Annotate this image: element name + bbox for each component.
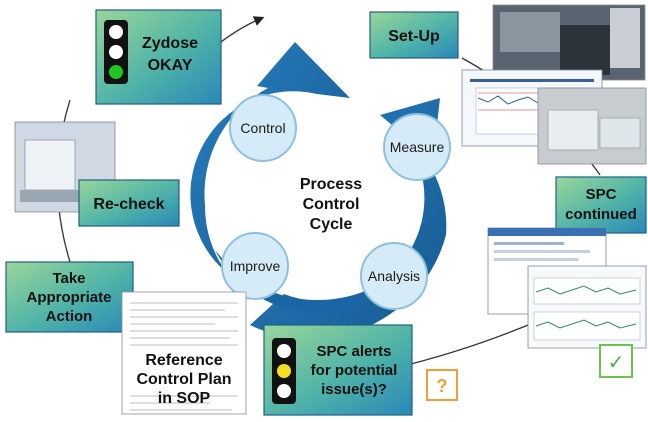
software-window-line-1	[494, 242, 564, 245]
take-action-line-1: Take	[52, 270, 85, 287]
take-action-box-bg	[5, 261, 134, 333]
phase-analysis: Analysis	[360, 242, 428, 310]
control-chart-trace-1	[535, 285, 637, 295]
balance-photo-left	[14, 121, 116, 213]
question-icon: ?	[437, 376, 448, 396]
reference-line-2: Control Plan	[136, 371, 231, 388]
lab-photo-top	[492, 4, 646, 81]
zydose-okay-box: Zydose OKAY	[95, 9, 222, 105]
phase-measure-label: Measure	[390, 139, 445, 155]
phase-measure: Measure	[383, 113, 451, 181]
spc-alerts-line-2: for potential	[311, 362, 398, 379]
check-icon: ✓	[608, 352, 625, 374]
balance-photo-left-shape-1	[24, 139, 76, 191]
lab-photo-top-shape-3	[610, 8, 640, 68]
take-action-line-3: Action	[46, 308, 93, 325]
sop-document-lines	[130, 302, 238, 411]
center-circle	[266, 136, 396, 266]
phase-improve: Improve	[221, 232, 289, 300]
spc-continued-line-2: continued	[565, 206, 637, 223]
take-action-box: Take Appropriate Action	[5, 261, 134, 333]
outer-cycle-bottom	[394, 319, 541, 369]
software-window-titlebar	[488, 228, 606, 236]
center-line-3: Cycle	[310, 216, 353, 233]
spc-continued-box: SPC continued	[555, 176, 647, 234]
center-hub: Process Control Cycle	[266, 136, 396, 266]
setup-label: Set-Up	[388, 28, 440, 45]
software-window-line-3	[494, 258, 578, 261]
balance-photo-left-shape-2	[20, 190, 90, 202]
spc-alerts-line-3: issue(s)?	[321, 381, 387, 398]
balance-photo-right-shape-2	[599, 117, 641, 149]
lab-photo-top-shape-1	[500, 12, 560, 52]
question-marker-box	[426, 369, 458, 401]
alert-light-off-2	[277, 384, 291, 398]
alert-light-yellow	[277, 364, 291, 378]
phase-control-label: Control	[240, 120, 285, 136]
balance-photo-right	[537, 87, 647, 165]
light-green	[109, 65, 123, 79]
setup-box-bg	[369, 11, 459, 59]
spc-alerts-line-1: SPC alerts	[316, 343, 391, 360]
phase-analysis-label: Analysis	[368, 268, 420, 284]
phase-control: Control	[229, 94, 297, 162]
check-marker: ✓	[599, 344, 633, 378]
spc-continued-line-1: SPC	[586, 186, 617, 203]
center-line-1: Process	[300, 176, 362, 193]
phase-control-circle	[229, 94, 297, 162]
zydose-line-1: Zydose	[142, 35, 198, 52]
spc-alerts-box: SPC alerts for potential issue(s)?	[263, 324, 413, 416]
question-marker: ?	[426, 369, 458, 401]
reference-line-3: in SOP	[158, 390, 211, 407]
phase-measure-circle	[383, 113, 451, 181]
control-chart-screenshot	[527, 265, 647, 349]
check-marker-box	[599, 344, 633, 378]
spc-chart-title-bar	[470, 79, 594, 82]
phase-improve-label: Improve	[230, 258, 281, 274]
control-chart-trace-2	[535, 319, 637, 329]
light-off-1	[109, 25, 123, 39]
sop-document-page	[121, 291, 247, 415]
center-line-2: Control	[303, 196, 360, 213]
alert-light-off-1	[277, 344, 291, 358]
recheck-box: Re-check	[78, 179, 180, 227]
zydose-line-2: OKAY	[148, 57, 193, 74]
recheck-label: Re-check	[93, 196, 164, 213]
phase-analysis-circle	[360, 242, 428, 310]
phase-improve-circle	[221, 232, 289, 300]
reference-line-1: Reference	[145, 352, 222, 369]
control-chart-panel-2	[533, 311, 641, 341]
light-off-2	[109, 45, 123, 59]
recheck-box-bg	[78, 179, 180, 227]
setup-box: Set-Up	[369, 11, 459, 59]
software-window-line-2	[494, 250, 590, 253]
balance-photo-right-shape-1	[547, 109, 599, 151]
lab-photo-top-shape-2	[560, 25, 610, 75]
take-action-line-2: Appropriate	[26, 289, 111, 306]
control-chart-panel-1	[533, 277, 641, 305]
sop-document: Reference Control Plan in SOP	[121, 291, 247, 415]
cycle-arrow-left	[190, 42, 350, 273]
spc-continued-box-bg	[555, 176, 647, 234]
